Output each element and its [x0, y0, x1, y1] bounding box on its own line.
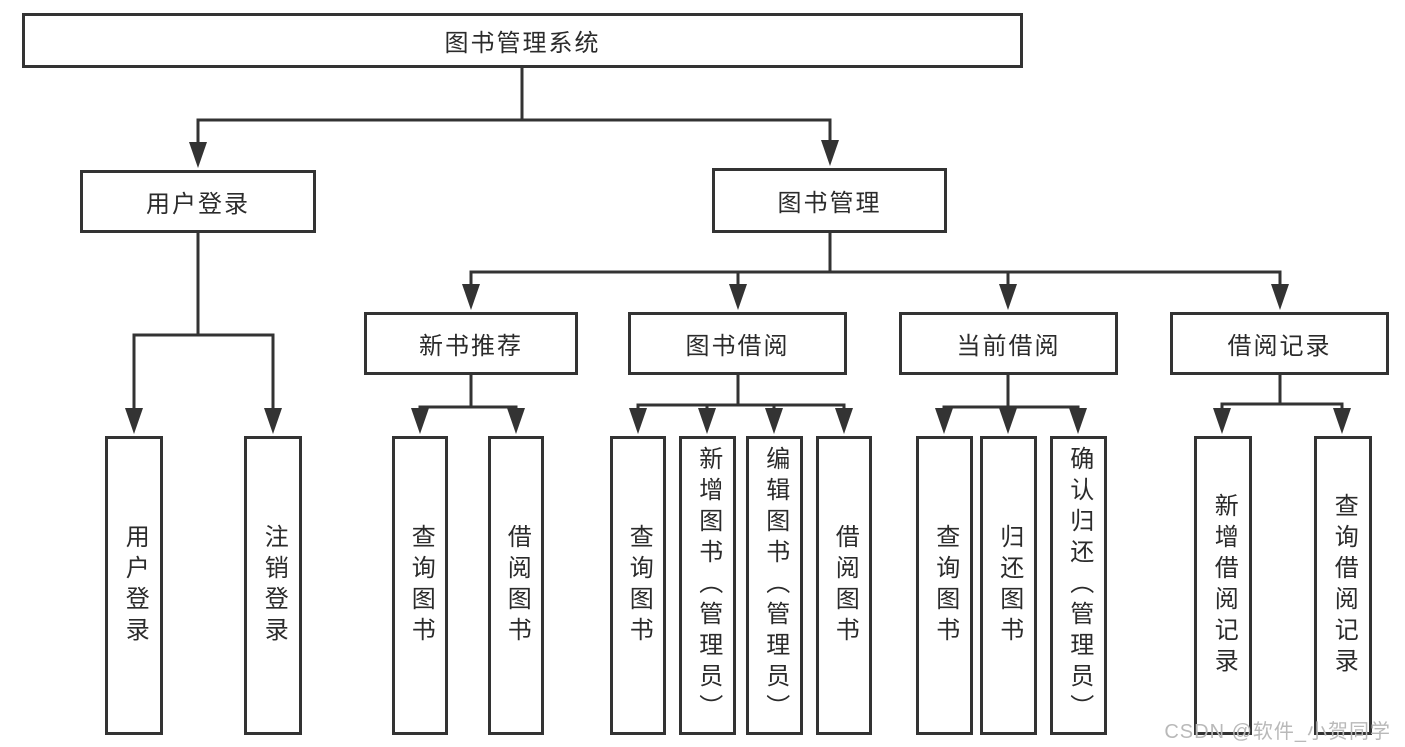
node-book-management-module: 图书管理 [712, 168, 947, 233]
leaf-return-books: 归还图书 [980, 436, 1037, 735]
leaf-borrow-books: 借阅图书 [488, 436, 544, 735]
node-label: 查询图书 [407, 523, 435, 648]
leaf-logout: 注销登录 [244, 436, 302, 735]
node-label: 借阅记录 [1227, 333, 1332, 360]
node-label: 新增图书（管理员） [694, 446, 722, 725]
leaf-borrow-books: 借阅图书 [816, 436, 872, 735]
node-label: 查询借阅记录 [1330, 492, 1358, 679]
node-label: 确认归还（管理员） [1065, 446, 1093, 725]
node-label: 编辑图书（管理员） [761, 446, 789, 725]
leaf-add-borrow-record: 新增借阅记录 [1194, 436, 1252, 735]
leaf-edit-books-admin: 编辑图书（管理员） [746, 436, 803, 735]
leaf-query-books: 查询图书 [916, 436, 973, 735]
leaf-query-books: 查询图书 [392, 436, 448, 735]
node-library-management-system: 图书管理系统 [22, 13, 1023, 68]
node-label: 当前借阅 [956, 333, 1061, 360]
node-borrowing-records: 借阅记录 [1170, 312, 1389, 375]
node-label: 查询图书 [625, 523, 653, 648]
node-label: 图书管理 [777, 190, 882, 217]
node-label: 借阅图书 [503, 523, 531, 648]
node-label: 查询图书 [931, 523, 959, 648]
node-new-book-recommendation: 新书推荐 [364, 312, 578, 375]
node-label: 图书借阅 [685, 333, 790, 360]
leaf-confirm-return-admin: 确认归还（管理员） [1050, 436, 1107, 735]
node-user-login-module: 用户登录 [80, 170, 316, 233]
node-label: 新增借阅记录 [1210, 492, 1238, 679]
node-current-borrowing: 当前借阅 [899, 312, 1118, 375]
node-label: 新书推荐 [419, 333, 523, 360]
node-label: 用户登录 [121, 523, 149, 648]
node-label: 注销登录 [260, 523, 288, 648]
leaf-query-books: 查询图书 [610, 436, 666, 735]
node-label: 图书管理系统 [444, 30, 601, 57]
node-book-borrowing: 图书借阅 [628, 312, 847, 375]
leaf-query-borrow-record: 查询借阅记录 [1314, 436, 1372, 735]
csdn-watermark: CSDN @软件_小贺同学 [1164, 721, 1391, 743]
leaf-user-login: 用户登录 [105, 436, 163, 735]
node-label: 借阅图书 [831, 523, 859, 648]
node-label: 用户登录 [146, 191, 250, 218]
leaf-add-books-admin: 新增图书（管理员） [679, 436, 736, 735]
node-label: 归还图书 [995, 523, 1023, 648]
